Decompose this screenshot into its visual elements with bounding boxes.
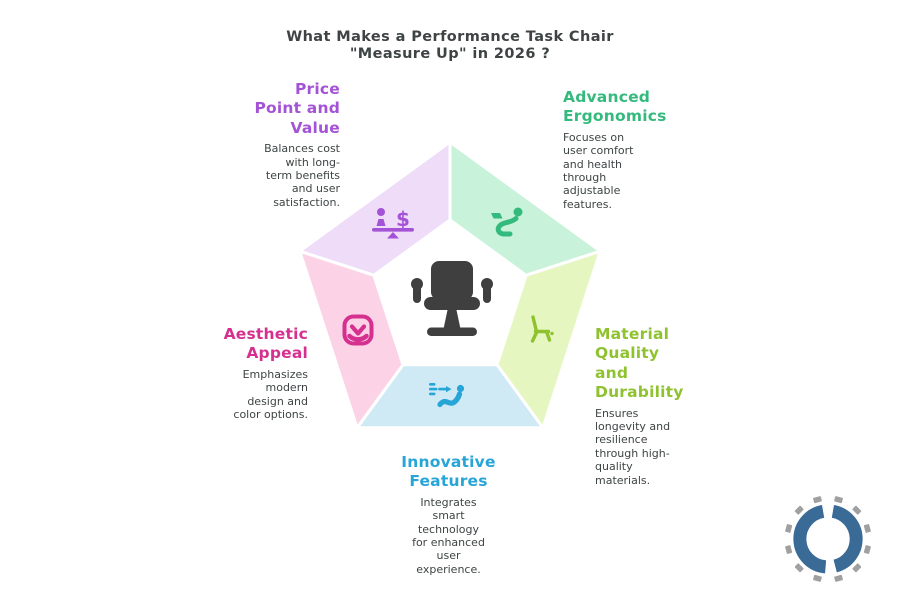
section-aesthetic-body: Emphasizes modern design and color optio… [233,367,308,421]
section-aesthetic-heading: Aesthetic Appeal [223,325,308,363]
section-innovative-heading: Innovative Features [401,453,496,491]
office-chair-icon [411,261,493,336]
section-material: Material Quality and Durability Ensures … [595,325,715,487]
lounge-chair-side-icon [530,315,554,343]
page-title-line1: What Makes a Performance Task Chair [286,29,614,45]
section-aesthetic: Aesthetic Appeal Emphasizes modern desig… [148,325,308,421]
section-material-body: Ensures longevity and resilience through… [595,406,671,487]
balance-scale-person-dollar-icon: $ [372,207,414,239]
svg-text:$: $ [396,207,410,231]
person-motion-icon [429,383,465,408]
person-reclining-laptop-icon [491,207,523,237]
section-innovative-body: Integrates smart technology for enhanced… [412,495,485,576]
gear-ring-logo-icon [785,496,871,582]
page-title: What Makes a Performance Task Chair "Mea… [0,29,900,63]
section-material-heading: Material Quality and Durability [595,325,684,402]
logo-teeth [785,496,871,582]
section-innovative: Innovative Features Integrates smart tec… [368,453,529,576]
seat-heart-icon [342,314,374,346]
section-price-body: Balances cost with long- term benefits a… [264,142,340,209]
page-title-line2: "Measure Up" in 2026 ? [349,46,551,63]
section-ergonomics: Advanced Ergonomics Focuses on user comf… [563,88,683,211]
section-ergonomics-heading: Advanced Ergonomics [563,88,667,126]
section-price-heading: Price Point and Value [254,80,340,137]
section-price: Price Point and Value Balances cost with… [180,80,340,209]
section-ergonomics-body: Focuses on user comfort and health throu… [563,130,634,211]
